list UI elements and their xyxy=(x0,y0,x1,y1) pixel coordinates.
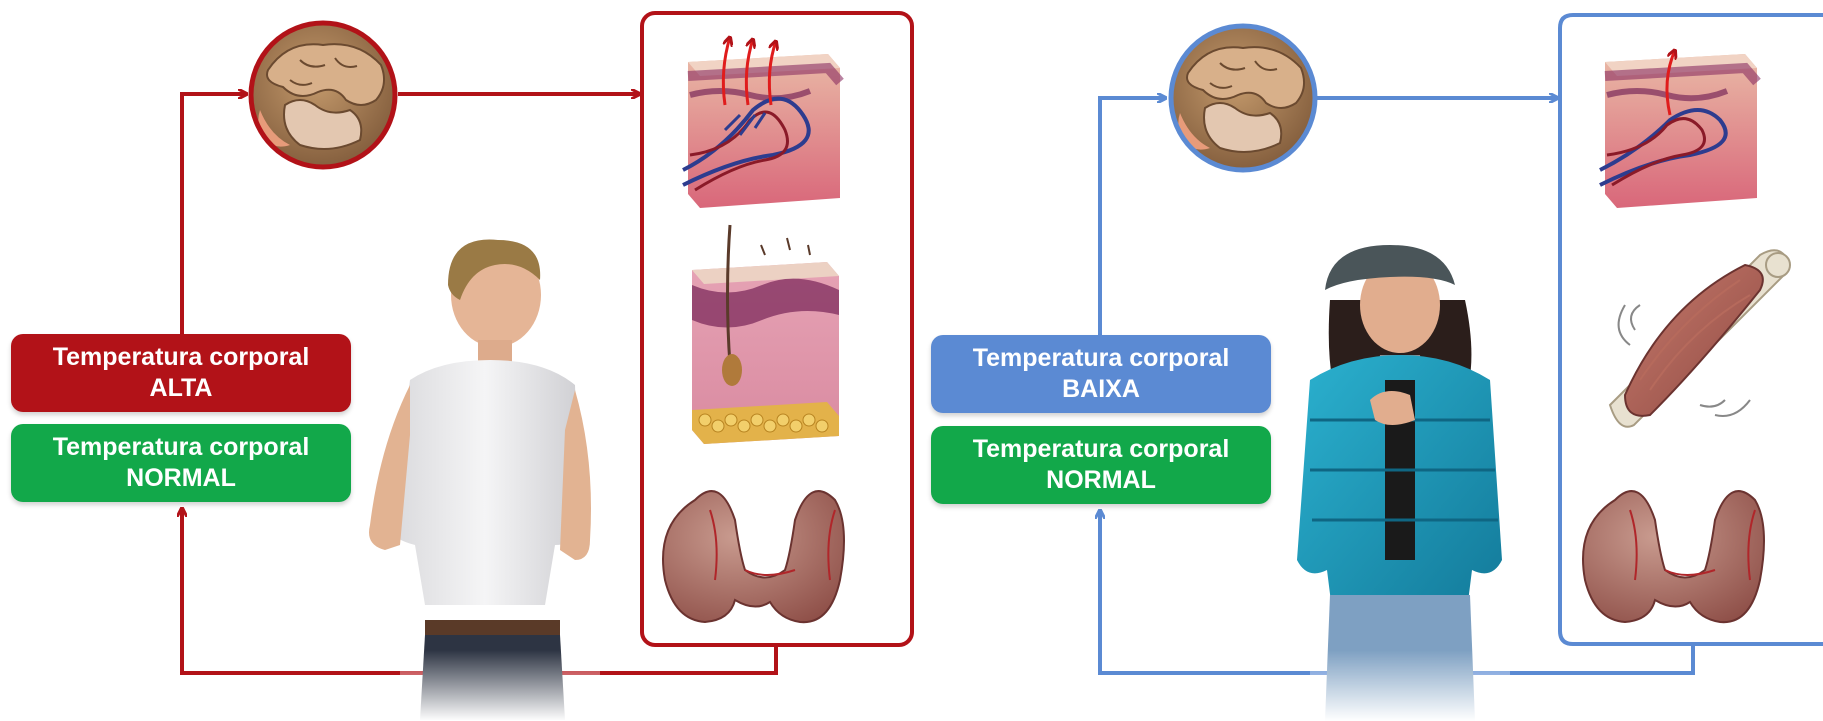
man-tshirt-illustration xyxy=(369,240,600,721)
skin-vasoconstriction-icon xyxy=(1600,50,1757,208)
state-normal-temperature-label-right: Temperatura corporal NORMAL xyxy=(931,426,1271,504)
state-low-temperature-label: Temperatura corporal BAIXA xyxy=(931,335,1271,413)
state-normal-left-line2: NORMAL xyxy=(126,463,236,494)
state-high-line2: ALTA xyxy=(150,373,213,404)
state-normal-right-line1: Temperatura corporal xyxy=(973,434,1230,465)
state-normal-temperature-label-left: Temperatura corporal NORMAL xyxy=(11,424,351,502)
state-normal-right-line2: NORMAL xyxy=(1046,465,1156,496)
thyroid-gland-icon xyxy=(1583,491,1764,622)
brain-hypothalamus-icon xyxy=(1171,26,1315,170)
state-high-temperature-label: Temperatura corporal ALTA xyxy=(11,334,351,412)
thyroid-gland-icon xyxy=(663,491,844,622)
skin-hair-follicle-icon xyxy=(692,225,839,444)
woman-winter-coat-illustration xyxy=(1297,245,1510,721)
right-arrow-to-brain xyxy=(1100,98,1166,338)
state-high-line1: Temperatura corporal xyxy=(53,342,310,373)
state-normal-left-line1: Temperatura corporal xyxy=(53,432,310,463)
left-arrow-to-brain xyxy=(182,94,247,335)
shivering-muscle-icon xyxy=(1610,250,1790,427)
brain-hypothalamus-icon xyxy=(251,23,395,167)
state-low-line2: BAIXA xyxy=(1062,374,1140,405)
skin-sweating-icon xyxy=(683,37,840,208)
state-low-line1: Temperatura corporal xyxy=(973,343,1230,374)
